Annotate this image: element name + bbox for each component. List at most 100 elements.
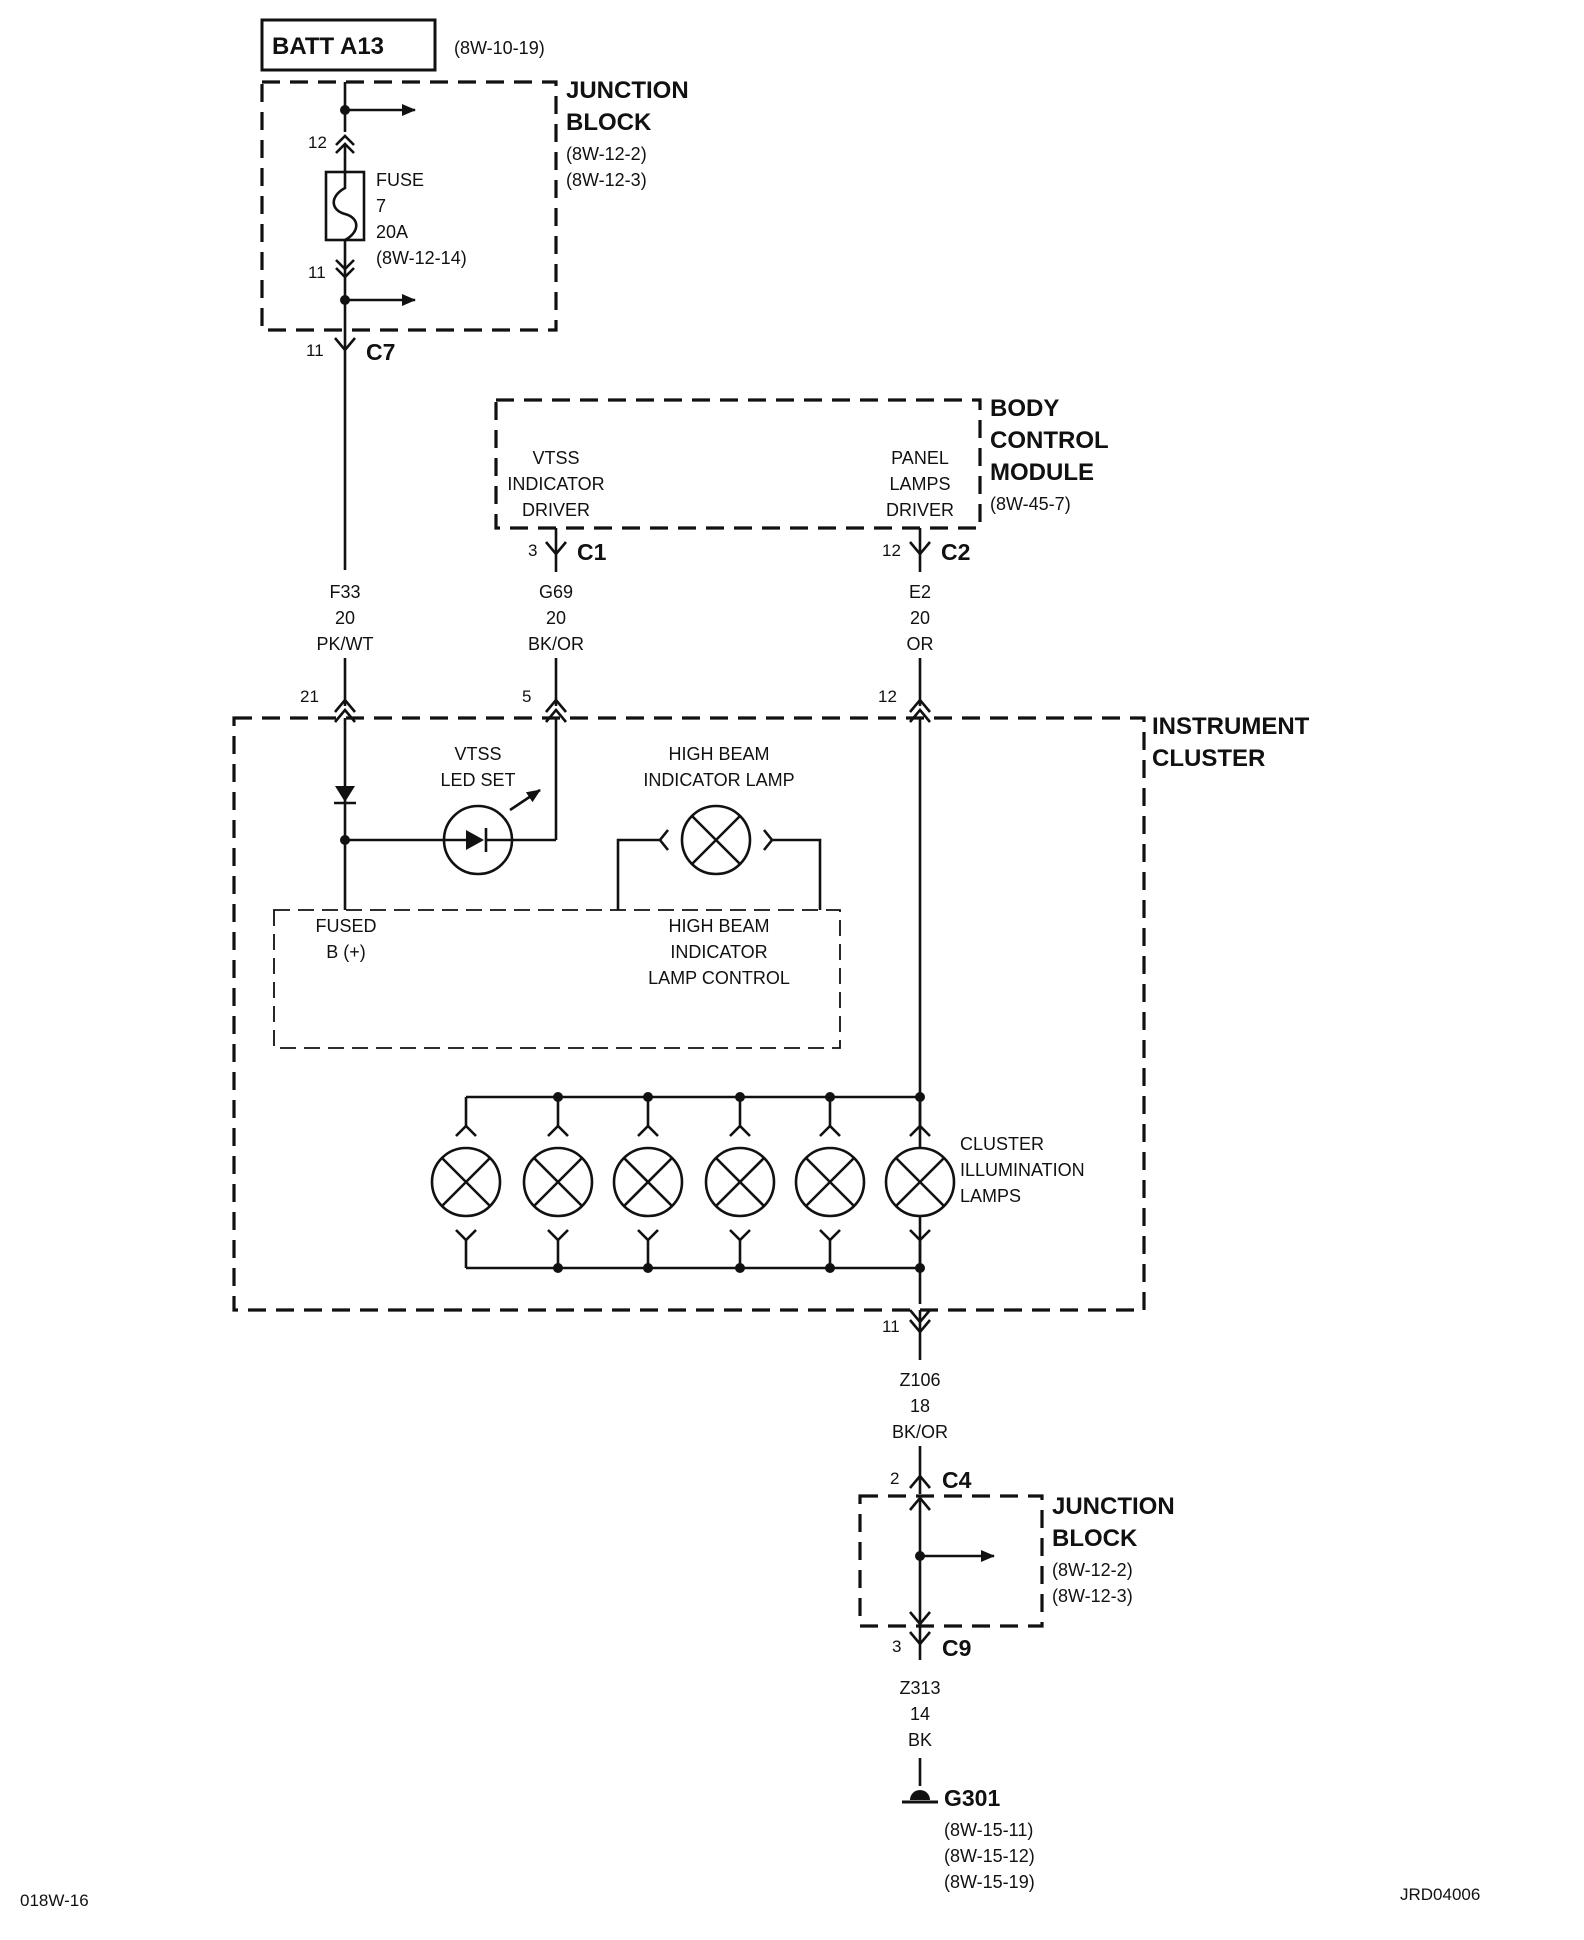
ground-g301: G301 (8W-15-11) (8W-15-12) (8W-15-19) bbox=[902, 1785, 1035, 1892]
cluster-pin-11: 11 bbox=[882, 1309, 931, 1336]
junction-top-title2: BLOCK bbox=[566, 109, 652, 136]
g301-name: G301 bbox=[944, 1785, 1000, 1811]
c9-name: C9 bbox=[942, 1635, 971, 1661]
vtss-led bbox=[442, 788, 541, 876]
illumination-lamp bbox=[884, 1092, 956, 1273]
cluster-title1: INSTRUMENT bbox=[1152, 713, 1310, 740]
c1-pin: 3 bbox=[528, 541, 537, 560]
wire-f33-label: F33 20 PK/WT bbox=[317, 582, 374, 654]
c1-name: C1 bbox=[577, 539, 607, 565]
fuse-l3: 20A bbox=[376, 222, 408, 242]
junction-top-pin-in: 12 bbox=[308, 133, 327, 152]
illum-l1: CLUSTER bbox=[960, 1134, 1044, 1154]
g69-gauge: 20 bbox=[546, 608, 566, 628]
junction-top-ref2: (8W-12-3) bbox=[566, 170, 647, 190]
f33-gauge: 20 bbox=[335, 608, 355, 628]
bcm-title2: CONTROL bbox=[990, 427, 1109, 454]
junction-bot-ref2: (8W-12-3) bbox=[1052, 1586, 1133, 1606]
g301-ref3: (8W-15-19) bbox=[944, 1872, 1035, 1892]
vtss-led-l2: LED SET bbox=[440, 770, 515, 790]
z106-code: Z106 bbox=[899, 1370, 940, 1390]
z313-code: Z313 bbox=[899, 1678, 940, 1698]
hb-control-l1: HIGH BEAM bbox=[668, 916, 769, 936]
bcm-panel2: LAMPS bbox=[889, 474, 950, 494]
c2-pin: 12 bbox=[882, 541, 901, 560]
illumination-lamp bbox=[704, 1092, 776, 1273]
connector-c2: 12 C2 bbox=[882, 528, 970, 565]
bcm-vtss3: DRIVER bbox=[522, 500, 590, 520]
batt-a13-block: BATT A13 (8W-10-19) bbox=[260, 18, 545, 72]
batt-ref: (8W-10-19) bbox=[454, 38, 545, 58]
hb-lamp-l1: HIGH BEAM bbox=[668, 744, 769, 764]
bcm-ref: (8W-45-7) bbox=[990, 494, 1071, 514]
z106-pin: 11 bbox=[882, 1317, 900, 1336]
f33-code: F33 bbox=[329, 582, 360, 602]
illumination-lamp bbox=[794, 1092, 866, 1273]
connector-c4: 2 C4 bbox=[890, 1467, 972, 1493]
hb-control-l2: INDICATOR bbox=[670, 942, 767, 962]
illumination-lamp bbox=[522, 1092, 594, 1273]
e2-gauge: 20 bbox=[910, 608, 930, 628]
fuse-l2: 7 bbox=[376, 196, 386, 216]
c2-name: C2 bbox=[941, 539, 970, 565]
junction-bot-title2: BLOCK bbox=[1052, 1525, 1138, 1552]
wire-e2-label: E2 20 OR bbox=[907, 582, 934, 654]
illumination-lamp bbox=[612, 1092, 684, 1273]
e2-pin: 12 bbox=[878, 687, 897, 706]
footer-right: JRD04006 bbox=[1400, 1885, 1480, 1904]
z313-gauge: 14 bbox=[910, 1704, 930, 1724]
fuse-l4: (8W-12-14) bbox=[376, 248, 467, 268]
instrument-cluster: INSTRUMENT CLUSTER FUSED B (+) HIGH BEAM… bbox=[232, 713, 1310, 1312]
junction-top-ref1: (8W-12-2) bbox=[566, 144, 647, 164]
bcm-vtss1: VTSS bbox=[532, 448, 579, 468]
hb-lamp-l2: INDICATOR LAMP bbox=[643, 770, 794, 790]
connector-c7: 11 C7 bbox=[306, 330, 395, 365]
junction-bot-title1: JUNCTION bbox=[1052, 1493, 1175, 1520]
z313-color: BK bbox=[908, 1730, 932, 1750]
high-beam-indicator-lamp bbox=[658, 804, 774, 876]
c7-name: C7 bbox=[366, 339, 395, 365]
vtss-led-l1: VTSS bbox=[454, 744, 501, 764]
e2-code: E2 bbox=[909, 582, 931, 602]
footer-left: 018W-16 bbox=[20, 1891, 89, 1910]
fused-b-l2: B (+) bbox=[326, 942, 366, 962]
f33-pin: 21 bbox=[300, 687, 319, 706]
g69-pin: 5 bbox=[522, 687, 531, 706]
batt-label: BATT A13 bbox=[272, 33, 384, 60]
junction-block-top: JUNCTION BLOCK (8W-12-2) (8W-12-3) 12 FU… bbox=[260, 77, 689, 332]
bcm-title1: BODY bbox=[990, 395, 1059, 422]
body-control-module: BODY CONTROL MODULE (8W-45-7) VTSS INDIC… bbox=[494, 395, 1109, 530]
c7-pin: 11 bbox=[306, 341, 324, 360]
bcm-panel1: PANEL bbox=[891, 448, 949, 468]
bcm-title3: MODULE bbox=[990, 459, 1094, 486]
illumination-lamp bbox=[430, 1097, 502, 1268]
junction-top-title1: JUNCTION bbox=[566, 77, 689, 104]
z106-gauge: 18 bbox=[910, 1396, 930, 1416]
hb-control-l3: LAMP CONTROL bbox=[648, 968, 790, 988]
g301-ref2: (8W-15-12) bbox=[944, 1846, 1035, 1866]
wire-z313-label: Z313 14 BK bbox=[899, 1678, 940, 1750]
e2-color: OR bbox=[907, 634, 934, 654]
cluster-title2: CLUSTER bbox=[1152, 745, 1265, 772]
wire-z106-label: Z106 18 BK/OR bbox=[892, 1370, 948, 1442]
g69-color: BK/OR bbox=[528, 634, 584, 654]
wire-g69-label: G69 20 BK/OR bbox=[528, 582, 584, 654]
c4-name: C4 bbox=[942, 1467, 972, 1493]
connector-c9: 3 C9 bbox=[892, 1626, 971, 1661]
fuse-l1: FUSE bbox=[376, 170, 424, 190]
fused-b-l1: FUSED bbox=[315, 916, 376, 936]
bcm-panel3: DRIVER bbox=[886, 500, 954, 520]
c9-pin: 3 bbox=[892, 1637, 901, 1656]
cluster-illumination-lamps bbox=[430, 1092, 956, 1273]
f33-color: PK/WT bbox=[317, 634, 374, 654]
junction-bot-ref1: (8W-12-2) bbox=[1052, 1560, 1133, 1580]
z106-color: BK/OR bbox=[892, 1422, 948, 1442]
junction-block-bottom: JUNCTION BLOCK (8W-12-2) (8W-12-3) bbox=[858, 1493, 1175, 1628]
c4-pin: 2 bbox=[890, 1469, 899, 1488]
illum-l3: LAMPS bbox=[960, 1186, 1021, 1206]
connector-c1: 3 C1 bbox=[528, 528, 607, 565]
junction-top-pin-out: 11 bbox=[308, 263, 326, 282]
cluster-control-box bbox=[273, 909, 841, 1049]
bcm-vtss2: INDICATOR bbox=[507, 474, 604, 494]
